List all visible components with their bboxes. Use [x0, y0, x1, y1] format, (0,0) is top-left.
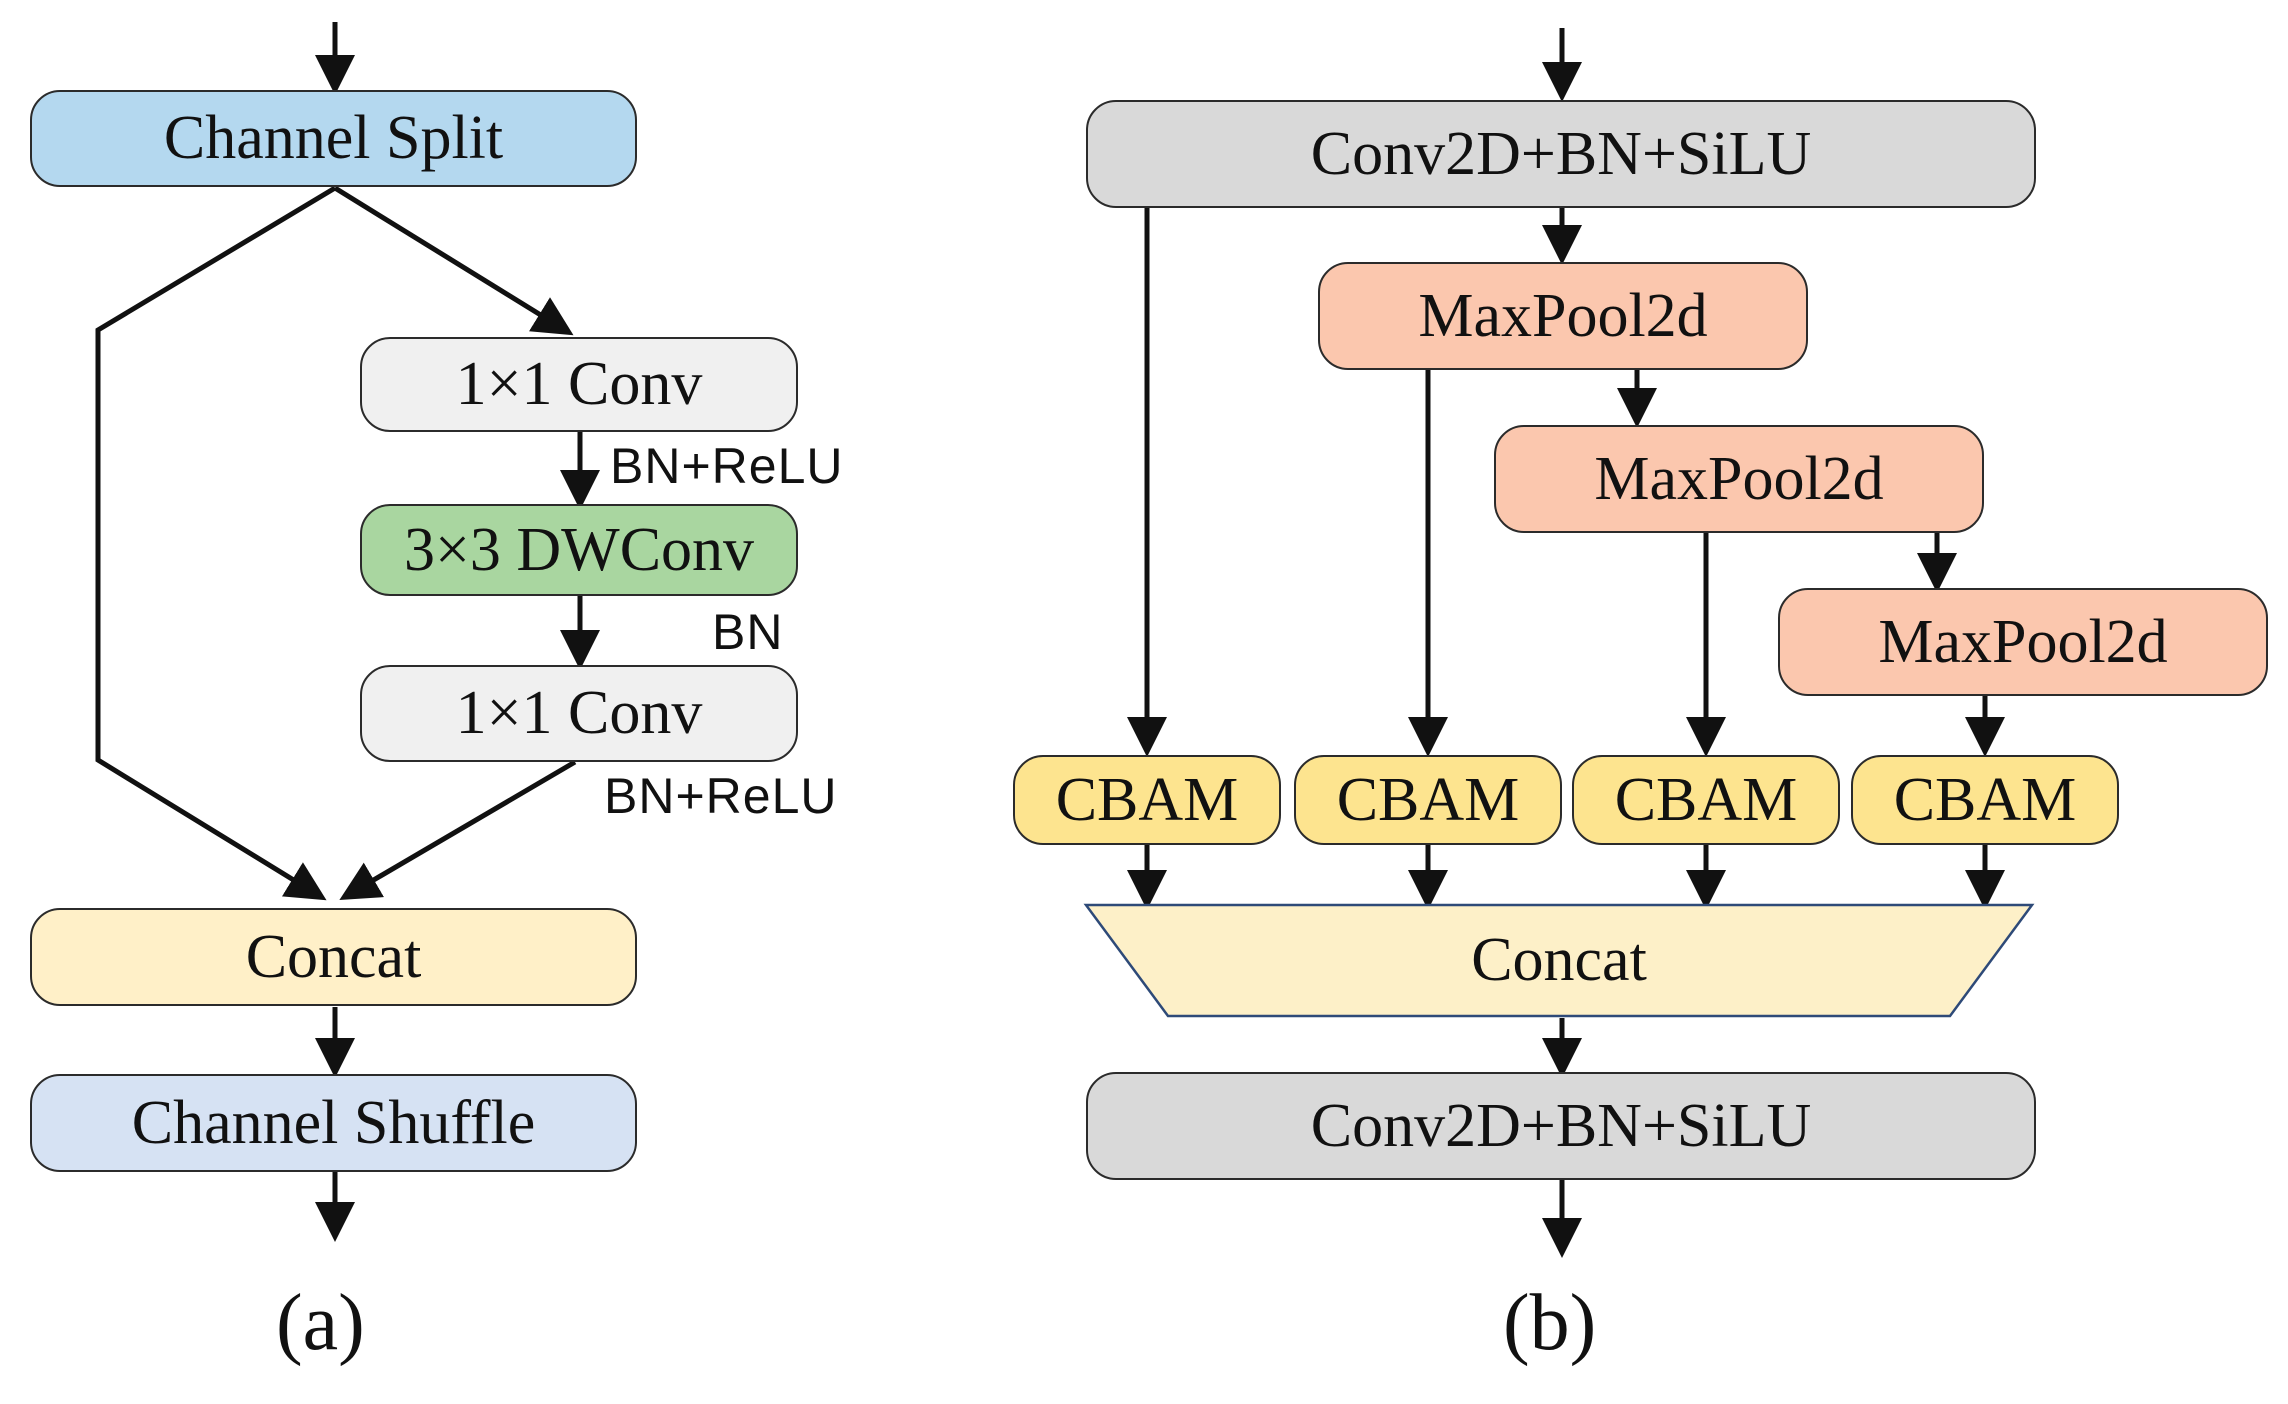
maxpool-block-1: MaxPool2d — [1318, 262, 1808, 370]
channel-split-block: Channel Split — [30, 90, 637, 187]
cbam-block-3: CBAM — [1572, 755, 1840, 845]
bn-label: BN — [712, 604, 784, 660]
bn-relu-label-1: BN+ReLU — [610, 438, 844, 494]
conv1x1-block-1: 1×1 Conv — [360, 337, 798, 432]
cbam-block-4: CBAM — [1851, 755, 2119, 845]
bn-relu-label-2: BN+ReLU — [604, 768, 838, 824]
cbam-block-1: CBAM — [1013, 755, 1281, 845]
channel-shuffle-block: Channel Shuffle — [30, 1074, 637, 1172]
cbam-block-2: CBAM — [1294, 755, 1562, 845]
maxpool-block-2: MaxPool2d — [1494, 425, 1984, 533]
arrow-split-to-conv1 — [333, 185, 574, 336]
dwconv3x3-block: 3×3 DWConv — [360, 504, 798, 596]
concat-trapezoid — [1083, 903, 2035, 1018]
shortcut-branch-line — [95, 185, 337, 901]
concat-block-a: Concat — [30, 908, 637, 1006]
conv1x1-block-2: 1×1 Conv — [360, 665, 798, 762]
concat-label-b: Concat — [1471, 926, 1647, 994]
maxpool-block-3: MaxPool2d — [1778, 588, 2268, 696]
caption-b: (b) — [1503, 1279, 1597, 1367]
conv2d-bn-silu-bottom: Conv2D+BN+SiLU — [1086, 1072, 2036, 1180]
caption-a: (a) — [276, 1279, 365, 1367]
conv2d-bn-silu-top: Conv2D+BN+SiLU — [1086, 100, 2036, 208]
arrow-conv2-to-concat — [339, 759, 577, 901]
